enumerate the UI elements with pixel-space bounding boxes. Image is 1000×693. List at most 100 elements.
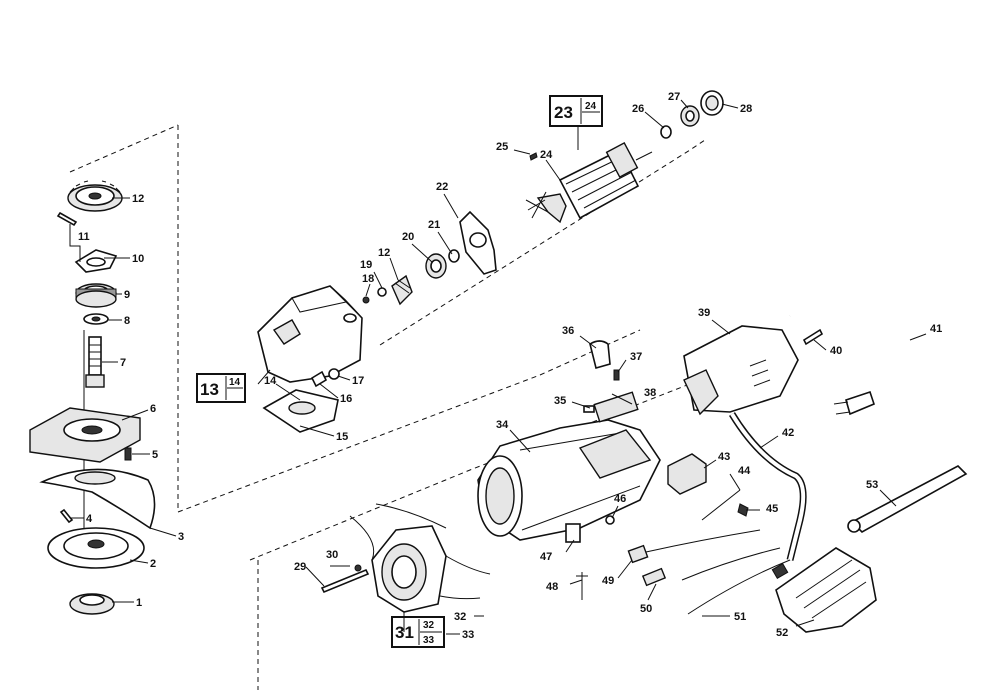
part-26-washer [660, 125, 672, 139]
callout-36: 36 [562, 325, 574, 337]
part-7-spindle [85, 336, 105, 388]
callout-28: 28 [740, 103, 752, 115]
part-52-side-handle [771, 547, 877, 633]
part-39-rear-housing [683, 325, 799, 416]
callout-30: 30 [326, 549, 338, 561]
callout-49: 49 [602, 575, 614, 587]
callout-14: 14 [264, 375, 277, 387]
part-43-switch [667, 453, 707, 495]
assembly-31-sub-top: 32 [423, 620, 435, 631]
callout-5: 5 [152, 449, 158, 461]
part-2-backing-pad [47, 527, 145, 569]
part-25-key [529, 152, 538, 161]
callout-37: 37 [630, 351, 642, 363]
callout-50: 50 [640, 603, 652, 615]
callout-12-pinion: 12 [378, 247, 390, 259]
callout-1: 1 [136, 597, 142, 609]
callout-4: 4 [86, 513, 93, 525]
part-53-spanner-wrench [847, 465, 968, 533]
part-28-bearing-sleeve [700, 90, 724, 116]
callout-32: 32 [454, 611, 466, 623]
callout-22: 22 [436, 181, 448, 193]
callout-44: 44 [738, 465, 751, 477]
callout-19: 19 [360, 259, 372, 271]
leader-lines [69, 99, 927, 635]
callout-6: 6 [150, 403, 156, 415]
callout-47: 47 [540, 551, 552, 563]
part-31-field [349, 503, 491, 613]
part-18-19-small-parts [362, 287, 387, 304]
callout-33: 33 [462, 629, 474, 641]
assembly-31-main: 31 [395, 623, 414, 642]
callout-39: 39 [698, 307, 710, 319]
part-5-screw [124, 447, 132, 461]
callout-10: 10 [132, 253, 144, 265]
assembly-23-sub: 24 [585, 101, 597, 112]
part-29-30-screws [320, 564, 370, 594]
assembly-box-23: 23 24 [549, 95, 603, 127]
part-10-bearing-retainer [74, 249, 118, 273]
assembly-box-13: 13 14 [196, 373, 246, 403]
part-50-51-wiring [641, 547, 791, 615]
callout-17: 17 [352, 375, 364, 387]
part-35-38-brush-parts [583, 340, 639, 423]
part-3-wheel-guard [39, 468, 156, 530]
assembly-box-31: 31 32 33 [391, 616, 445, 648]
callout-9: 9 [124, 289, 130, 301]
assembly-31-sub-bottom: 33 [423, 635, 435, 646]
part-34-motor-housing [477, 419, 661, 541]
callout-46: 46 [614, 493, 626, 505]
callout-15: 15 [336, 431, 348, 443]
callout-labels: 1 2 3 4 5 6 7 8 9 10 11 12 12 14 15 16 1… [78, 91, 942, 641]
callout-21: 21 [428, 219, 440, 231]
part-12-bevel-gear [67, 180, 123, 212]
part-20-bearing [425, 253, 447, 279]
callout-51: 51 [734, 611, 746, 623]
callout-7: 7 [120, 357, 126, 369]
part-12-pinion-gear [391, 274, 413, 306]
part-44-45-wires [701, 489, 749, 521]
callout-43: 43 [718, 451, 730, 463]
callout-48: 48 [546, 581, 558, 593]
assembly-23-main: 23 [554, 103, 573, 122]
callout-20: 20 [402, 231, 414, 243]
callout-34: 34 [496, 419, 509, 431]
part-24-armature [525, 141, 653, 224]
callout-8: 8 [124, 315, 130, 327]
assembly-13-main: 13 [200, 380, 219, 399]
callout-41: 41 [930, 323, 942, 335]
part-46-49-parts [565, 515, 761, 600]
callout-42: 42 [782, 427, 794, 439]
part-4-screw [59, 508, 74, 524]
part-9-ball-bearing [75, 283, 117, 308]
part-11-screw [56, 211, 78, 227]
part-6-bearing-housing [29, 407, 141, 463]
callout-2: 2 [150, 558, 156, 570]
part-40-screw [802, 328, 824, 346]
part-16-17-spindle-lock [310, 368, 340, 388]
callout-11: 11 [78, 231, 90, 243]
callout-26: 26 [632, 103, 644, 115]
assembly-13-sub: 14 [229, 377, 241, 388]
callout-24: 24 [540, 149, 553, 161]
part-15-gasket [262, 389, 339, 433]
part-1-clamp-nut [69, 593, 115, 615]
callout-53: 53 [866, 479, 878, 491]
callout-29: 29 [294, 561, 306, 573]
callout-40: 40 [830, 345, 842, 357]
part-13-gear-case [257, 285, 363, 383]
callout-12-gear: 12 [132, 193, 144, 205]
part-22-baffle [459, 210, 497, 275]
callout-16: 16 [340, 393, 352, 405]
callout-27: 27 [668, 91, 680, 103]
callout-18: 18 [362, 273, 374, 285]
part-41-cord [789, 293, 915, 416]
callout-3: 3 [178, 531, 184, 543]
part-8-washer [83, 313, 109, 325]
part-27-bearing [680, 105, 700, 127]
callout-45: 45 [766, 503, 778, 515]
callout-52: 52 [776, 627, 788, 639]
callout-35: 35 [554, 395, 566, 407]
